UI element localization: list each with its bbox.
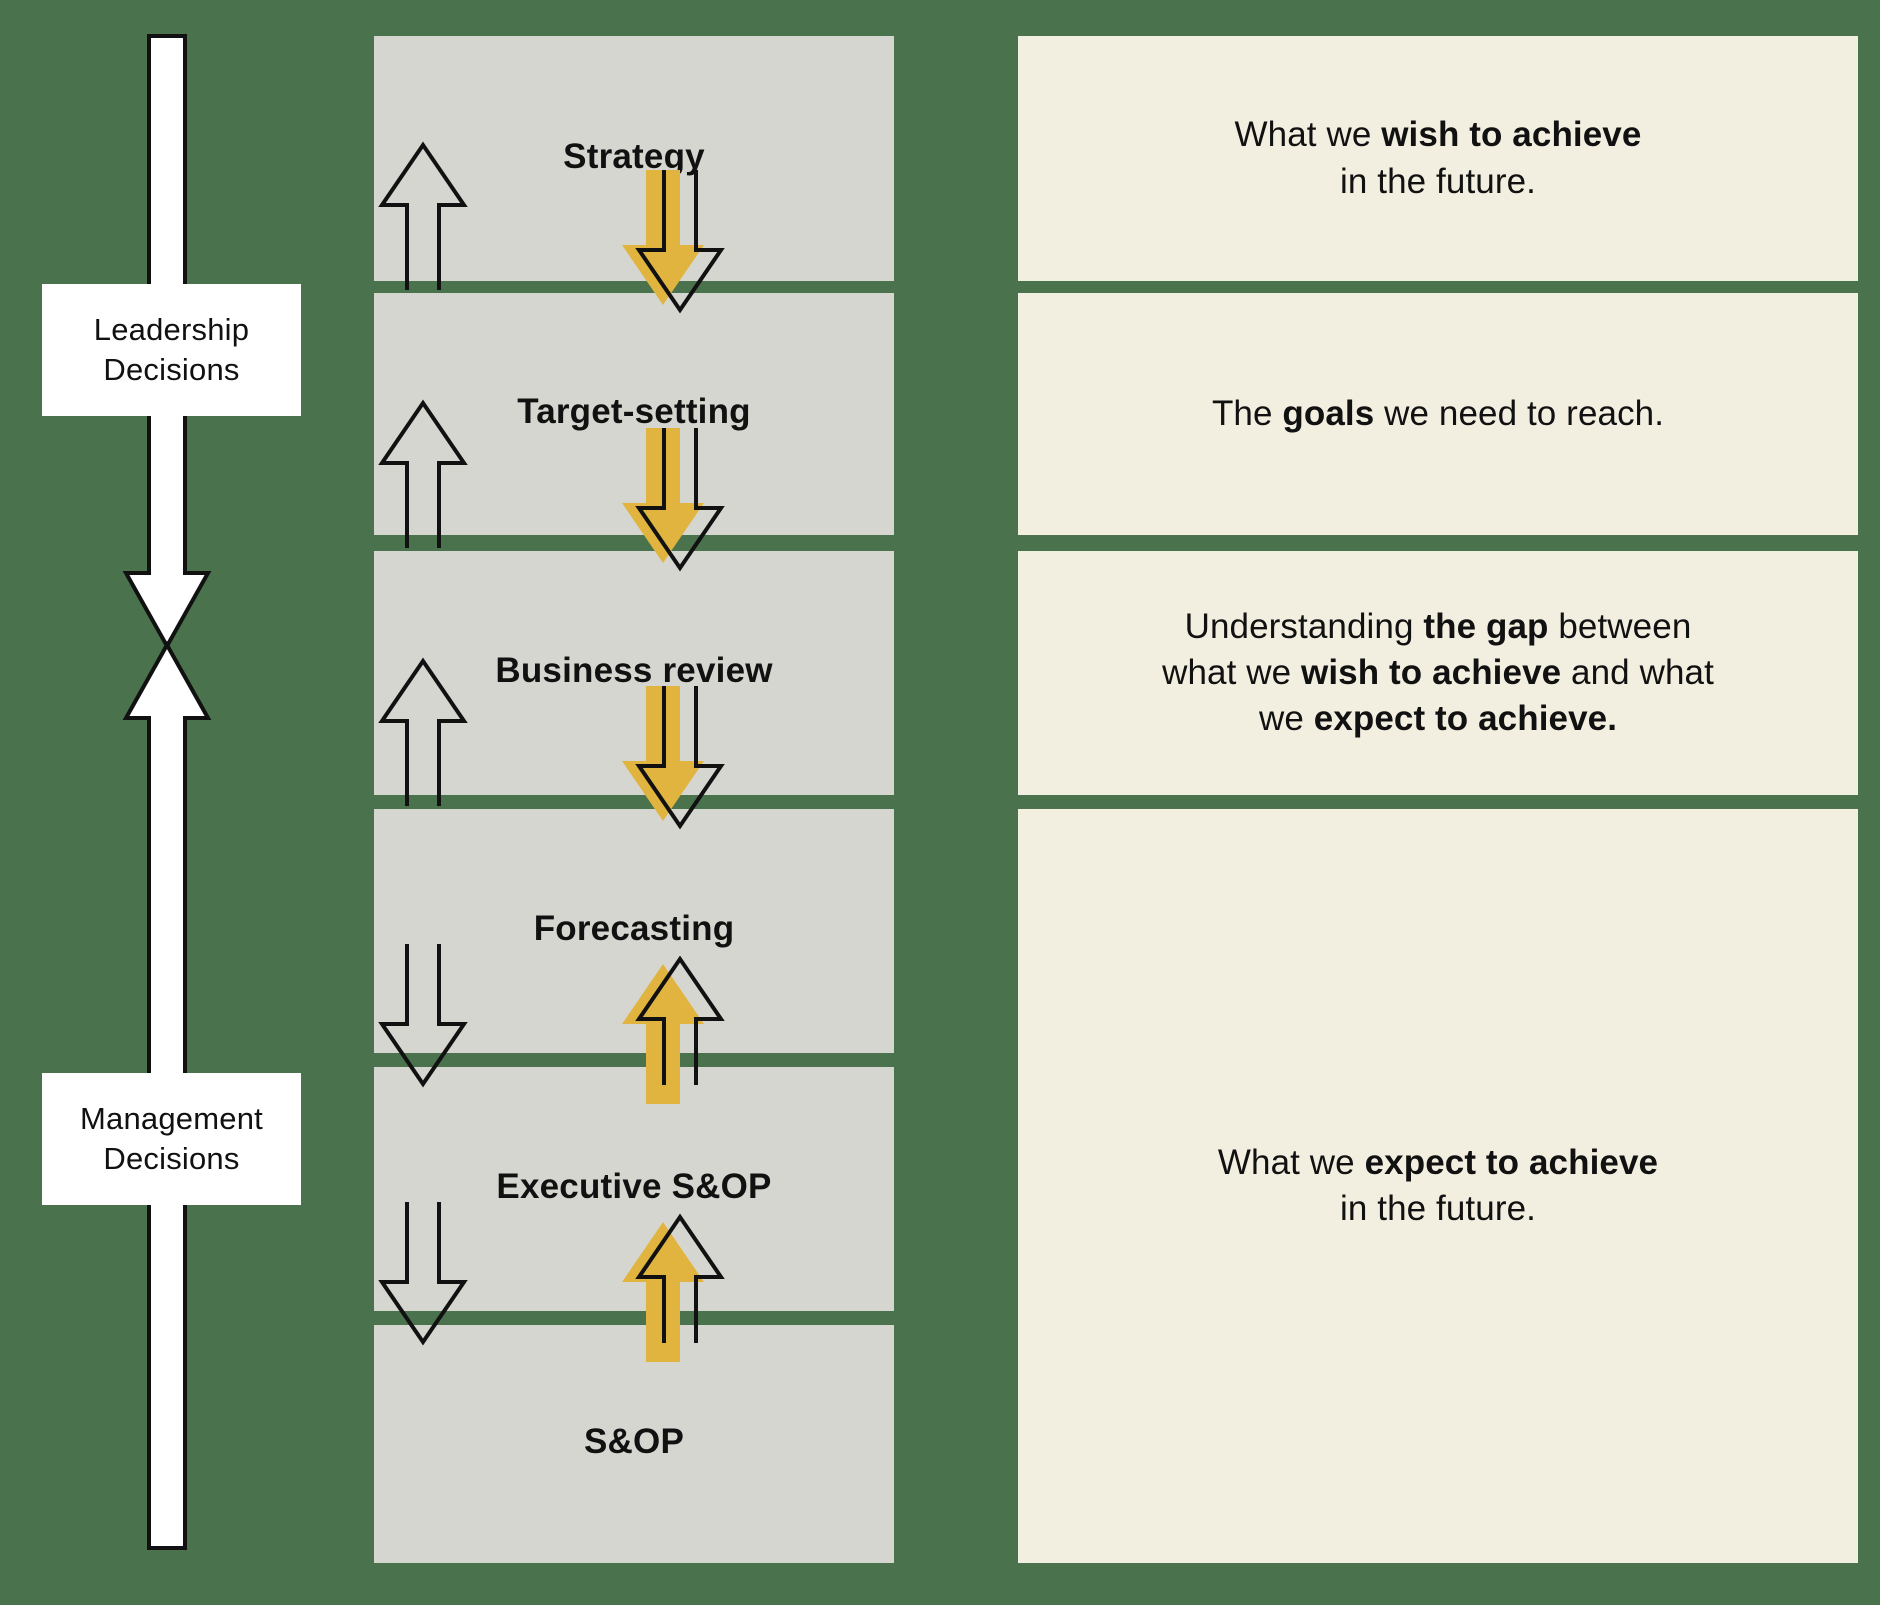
- rail-label-leadership: Leadership Decisions: [42, 284, 301, 416]
- rail-label-leadership-line2: Decisions: [103, 352, 240, 387]
- stage-box-sop[interactable]: S&OP: [374, 1325, 894, 1563]
- stage-label-target-setting: Target-setting: [517, 392, 751, 431]
- stage-label-sop: S&OP: [584, 1422, 684, 1461]
- stage-label-business-review: Business review: [495, 651, 773, 690]
- stage-label-strategy: Strategy: [563, 136, 705, 176]
- decision-rail: Leadership Decisions Management Decision…: [0, 0, 340, 1605]
- stage-box-executive-sop[interactable]: Executive S&OP: [374, 1067, 894, 1311]
- stage-box-strategy[interactable]: Strategy: [374, 36, 894, 281]
- stage-box-business-review[interactable]: Business review: [374, 551, 894, 795]
- stage-box-forecasting[interactable]: Forecasting: [374, 809, 894, 1053]
- rail-label-leadership-line1: Leadership: [93, 311, 250, 347]
- stage-label-forecasting: Forecasting: [533, 909, 735, 948]
- rail-label-management: Management Decisions: [42, 1073, 301, 1205]
- rail-label-management-line2: Decisions: [103, 1141, 240, 1176]
- description-text-goals: The goals we need to reach.: [1211, 393, 1665, 433]
- stage-column: Strategy Target-setting Business review …: [374, 0, 894, 1605]
- stage-box-target-setting[interactable]: Target-setting: [374, 293, 894, 535]
- stage-label-executive-sop: Executive S&OP: [496, 1167, 772, 1206]
- description-box-goals: The goals we need to reach.: [1018, 293, 1858, 535]
- rail-label-management-line1: Management: [80, 1100, 263, 1136]
- rail-arrows-svg: [122, 34, 212, 1550]
